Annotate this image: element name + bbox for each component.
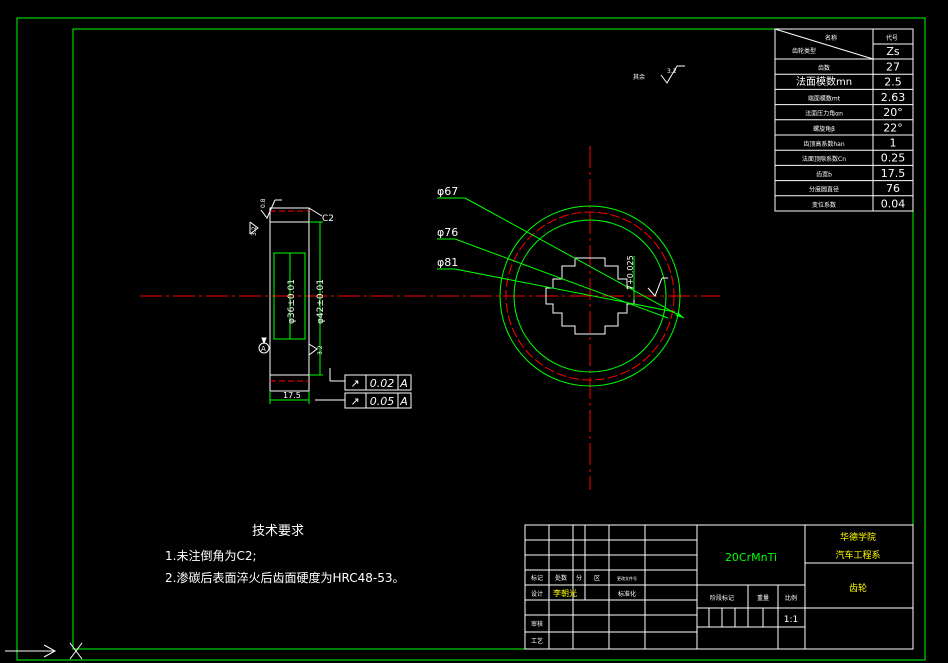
width-dimension: 17.5: [283, 391, 301, 400]
param-value-6: 0.25: [881, 152, 906, 165]
inner-frame: [72, 28, 914, 650]
material: 20CrMnTi: [725, 551, 777, 564]
params-header-type: 齿轮类型: [792, 47, 816, 55]
param-label-6: 法面顶隙系数Cn: [802, 155, 846, 163]
svg-text:标记: 标记: [531, 574, 543, 582]
ucs-icon: [5, 642, 83, 660]
title-block: [524, 524, 914, 650]
param-label-0: 齿数: [818, 64, 830, 72]
section-view: C2 0.8 3.2 φ36±0.01 φ42±0.01 A 3.2 17.5: [249, 198, 345, 404]
tech-requirements: 技术要求 1.未注倒角为C2; 2.渗碳后表面淬火后齿面硬度为HRC48-53。: [165, 524, 404, 585]
param-value-4: 22°: [883, 121, 903, 134]
tolerance-value: 0.05: [370, 395, 395, 408]
svg-text:更改文件号: 更改文件号: [617, 575, 637, 581]
spline-bore: [545, 257, 635, 335]
param-value-7: 17.5: [881, 167, 906, 180]
param-label-3: 法面压力角αn: [805, 110, 843, 118]
svg-text:3.2: 3.2: [317, 345, 324, 355]
svg-text:审核: 审核: [531, 620, 543, 628]
svg-text:分: 分: [576, 574, 582, 582]
tech-item-2: 2.渗碳后表面淬火后齿面硬度为HRC48-53。: [165, 570, 404, 585]
svg-text:工艺: 工艺: [531, 637, 543, 645]
department: 汽车工程系: [835, 549, 880, 561]
svg-text:设计: 设计: [531, 590, 543, 598]
scale-label: 比例: [785, 594, 797, 602]
params-header-name: 名称: [825, 34, 837, 42]
title-block-text: 20CrMnTi 华德学院 汽车工程系 齿轮 阶段标记 重量 比例 1:1 标记…: [531, 531, 881, 645]
svg-text:3.2: 3.2: [667, 68, 677, 75]
svg-text:0.8: 0.8: [260, 198, 267, 208]
svg-text:标准化: 标准化: [618, 590, 636, 598]
front-view: [499, 146, 681, 490]
remaining-roughness: 其余 3.2: [633, 65, 685, 84]
datum-label: A: [261, 345, 266, 353]
param-label-4: 螺旋角β: [813, 125, 835, 133]
params-header-code: 代号: [886, 34, 898, 42]
param-label-7: 齿宽b: [816, 170, 832, 178]
tolerance-datum: A: [399, 395, 408, 408]
param-value-9: 0.04: [881, 197, 906, 210]
tech-item-1: 1.未注倒角为C2;: [165, 548, 257, 563]
tolerance-datum: A: [399, 377, 408, 390]
tolerance-frame-2: ↗ 0.05 A: [344, 392, 412, 409]
tolerance-value: 0.02: [370, 377, 395, 390]
svg-text:其余: 其余: [633, 73, 645, 81]
param-label-5: 齿顶高系数han: [803, 140, 844, 148]
part-name: 齿轮: [849, 582, 867, 594]
svg-text:区: 区: [594, 575, 600, 582]
outer-dimension: φ42±0.01: [316, 279, 326, 324]
tech-title: 技术要求: [252, 524, 304, 539]
keyway-dimension: 7+0.025: [626, 255, 668, 300]
outer-frame: [16, 17, 926, 661]
tolerance-frame-1: ↗ 0.02 A: [344, 374, 412, 391]
diameter-76: φ76: [437, 226, 458, 239]
svg-text:3.2: 3.2: [251, 226, 258, 236]
diameter-81: φ81: [437, 256, 458, 269]
scale-value: 1:1: [784, 615, 798, 625]
param-value-2: 2.63: [881, 91, 906, 104]
param-value-1: 2.5: [884, 76, 902, 89]
svg-text:处数: 处数: [555, 574, 567, 582]
param-label-1: 法面模数mn: [796, 75, 852, 88]
svg-text:7+0.025: 7+0.025: [626, 255, 635, 290]
param-label-2: 端面模数mt: [808, 94, 841, 102]
stage-label: 阶段标记: [710, 594, 734, 602]
param-value-0: 27: [886, 61, 900, 74]
weight-label: 重量: [757, 594, 769, 602]
param-value-5: 1: [890, 137, 897, 150]
param-value-3: 20°: [883, 106, 903, 119]
params-header-code-value: Zs: [886, 45, 900, 58]
chamfer-label: C2: [322, 214, 334, 224]
param-value-8: 76: [886, 182, 900, 195]
designer-name: 李朝光: [553, 588, 577, 598]
runout-symbol: ↗: [350, 377, 359, 390]
diameter-67: φ67: [437, 185, 458, 198]
params-table: 名称 齿轮类型 代号 Zs 齿数 27 法面模数mn 2.5 端面模数mt 2.63 法面压…: [774, 28, 914, 212]
bore-dimension: φ36±0.01: [287, 279, 297, 324]
school-name: 华德学院: [840, 531, 876, 543]
diameter-callouts: φ67 φ76 φ81: [437, 185, 685, 319]
param-label-9: 变位系数: [812, 201, 836, 209]
param-label-8: 分度圆直径: [809, 186, 839, 194]
runout-symbol: ↗: [350, 395, 359, 408]
